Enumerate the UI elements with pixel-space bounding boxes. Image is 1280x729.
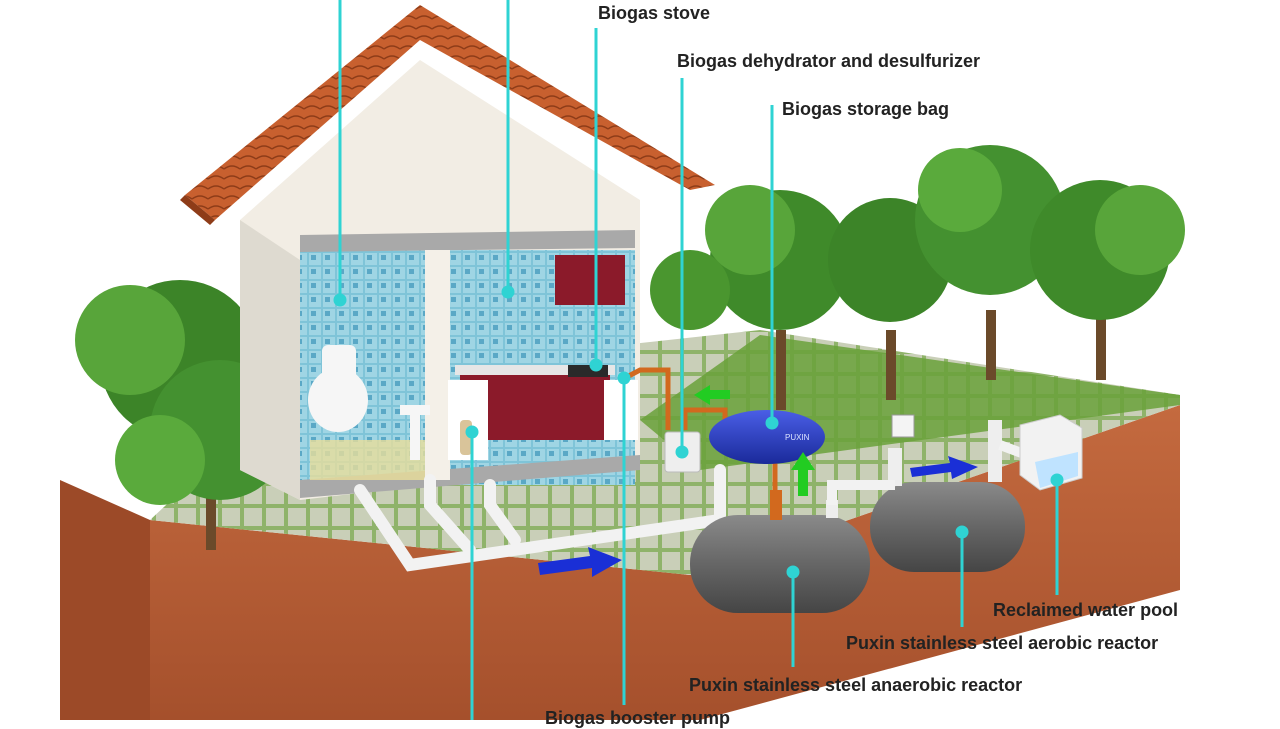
gas-left-arrow xyxy=(694,385,730,405)
drain-pipes xyxy=(354,464,726,572)
label-aerobic-reactor: Puxin stainless steel aerobic reactor xyxy=(846,633,1159,653)
label-dehydrator-desulfurizer: Biogas dehydrator and desulfurizer xyxy=(677,51,981,71)
wastewater-flow-arrow xyxy=(538,547,622,577)
flow-arrows xyxy=(538,385,978,577)
label-anaerobic-reactor: Puxin stainless steel anaerobic reactor xyxy=(689,675,1023,695)
background-trees xyxy=(650,145,1185,410)
house-cutaway xyxy=(180,5,715,500)
storage-bag: PUXIN xyxy=(709,410,825,464)
tank-brand-text: PUXIN xyxy=(785,433,810,442)
label-biogas-stove: Biogas stove xyxy=(598,3,711,23)
control-box xyxy=(891,414,915,438)
leader-lines xyxy=(333,0,1064,720)
label-booster-pump: Biogas booster pump xyxy=(545,708,731,728)
reclaimed-water-pool xyxy=(1019,414,1083,491)
label-storage-bag: Biogas storage bag xyxy=(782,99,950,119)
gas-up-arrow xyxy=(791,452,815,496)
soil-block xyxy=(60,405,1180,720)
aerobic-reactor xyxy=(870,420,1025,572)
label-reclaimed-water-pool: Reclaimed water pool xyxy=(993,600,1179,620)
aerobic-flow-arrow xyxy=(910,456,978,479)
